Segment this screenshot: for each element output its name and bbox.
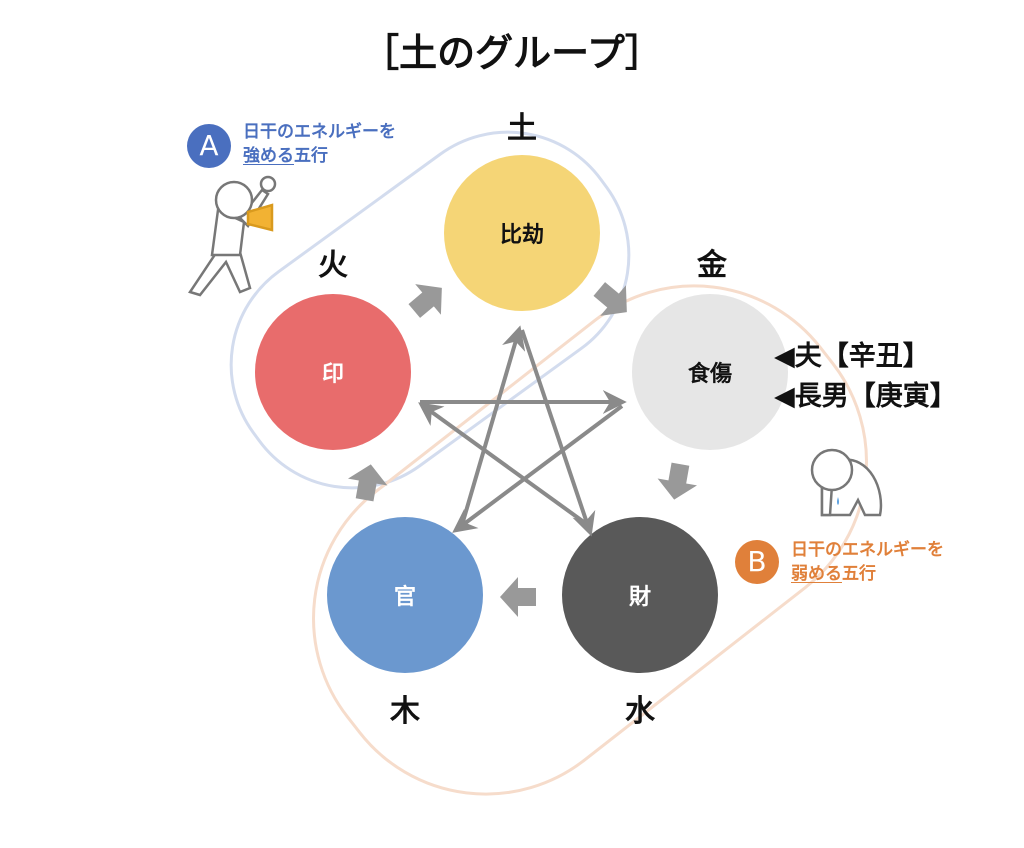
relation-eldest-son: ◀長男【庚寅】: [774, 381, 957, 412]
circle-shokushou: [632, 294, 788, 450]
star-arrow-hikou-to-zai: [520, 329, 596, 537]
element-metal: 金: [697, 248, 727, 283]
group-a-underlined: 強める: [243, 146, 294, 166]
relation-husband: ◀夫【辛丑】: [774, 341, 930, 372]
element-earth: 土: [507, 111, 537, 146]
circle-kan: [327, 517, 483, 673]
element-wood: 木: [390, 694, 420, 729]
label-hikou: 比劫: [499, 223, 545, 248]
group-b-rest: 五行: [842, 564, 876, 584]
star-arrow-kan-to-hikou: [460, 325, 526, 526]
star-arrow-shokushou-to-kan: [452, 404, 624, 533]
cycle-arrow-in-to-hikou: [408, 284, 442, 318]
badge-b: B: [735, 540, 779, 584]
cycle-arrow-hikou-to-shokushou: [593, 282, 627, 316]
label-zai: 財: [628, 585, 652, 610]
circle-zai: [562, 517, 718, 673]
group-a-line1: 日干のエネルギーを: [243, 122, 396, 142]
label-kan: 官: [393, 585, 417, 610]
group-b-line1: 日干のエネルギーを: [791, 540, 944, 560]
element-water: 水: [625, 694, 655, 729]
group-b-band: [312, 284, 868, 796]
element-fire: 火: [318, 248, 348, 283]
label-in: 印: [321, 362, 345, 387]
label-shokushou: 食傷: [687, 362, 733, 387]
cycle-arrow-shokushou-to-zai: [657, 462, 698, 500]
group-a-band: [229, 130, 631, 490]
circle-in: [255, 294, 411, 450]
group-b-note: 日干のエネルギーを 弱める五行: [791, 538, 944, 586]
crying-person-icon: [810, 448, 883, 517]
cycle-arrow-zai-to-kan: [500, 577, 536, 617]
group-a-note: 日干のエネルギーを 強める五行: [243, 120, 396, 168]
cycle-arrow-kan-to-in: [347, 464, 388, 502]
star-arrow-zai-to-in: [418, 402, 590, 527]
group-a-rest: 五行: [294, 146, 328, 166]
circle-hikou: [444, 155, 600, 311]
cheering-person-icon: [188, 175, 277, 297]
badge-a: A: [187, 124, 231, 168]
page-title: ［土のグループ］: [361, 31, 663, 75]
group-b-underlined: 弱める: [791, 564, 842, 584]
